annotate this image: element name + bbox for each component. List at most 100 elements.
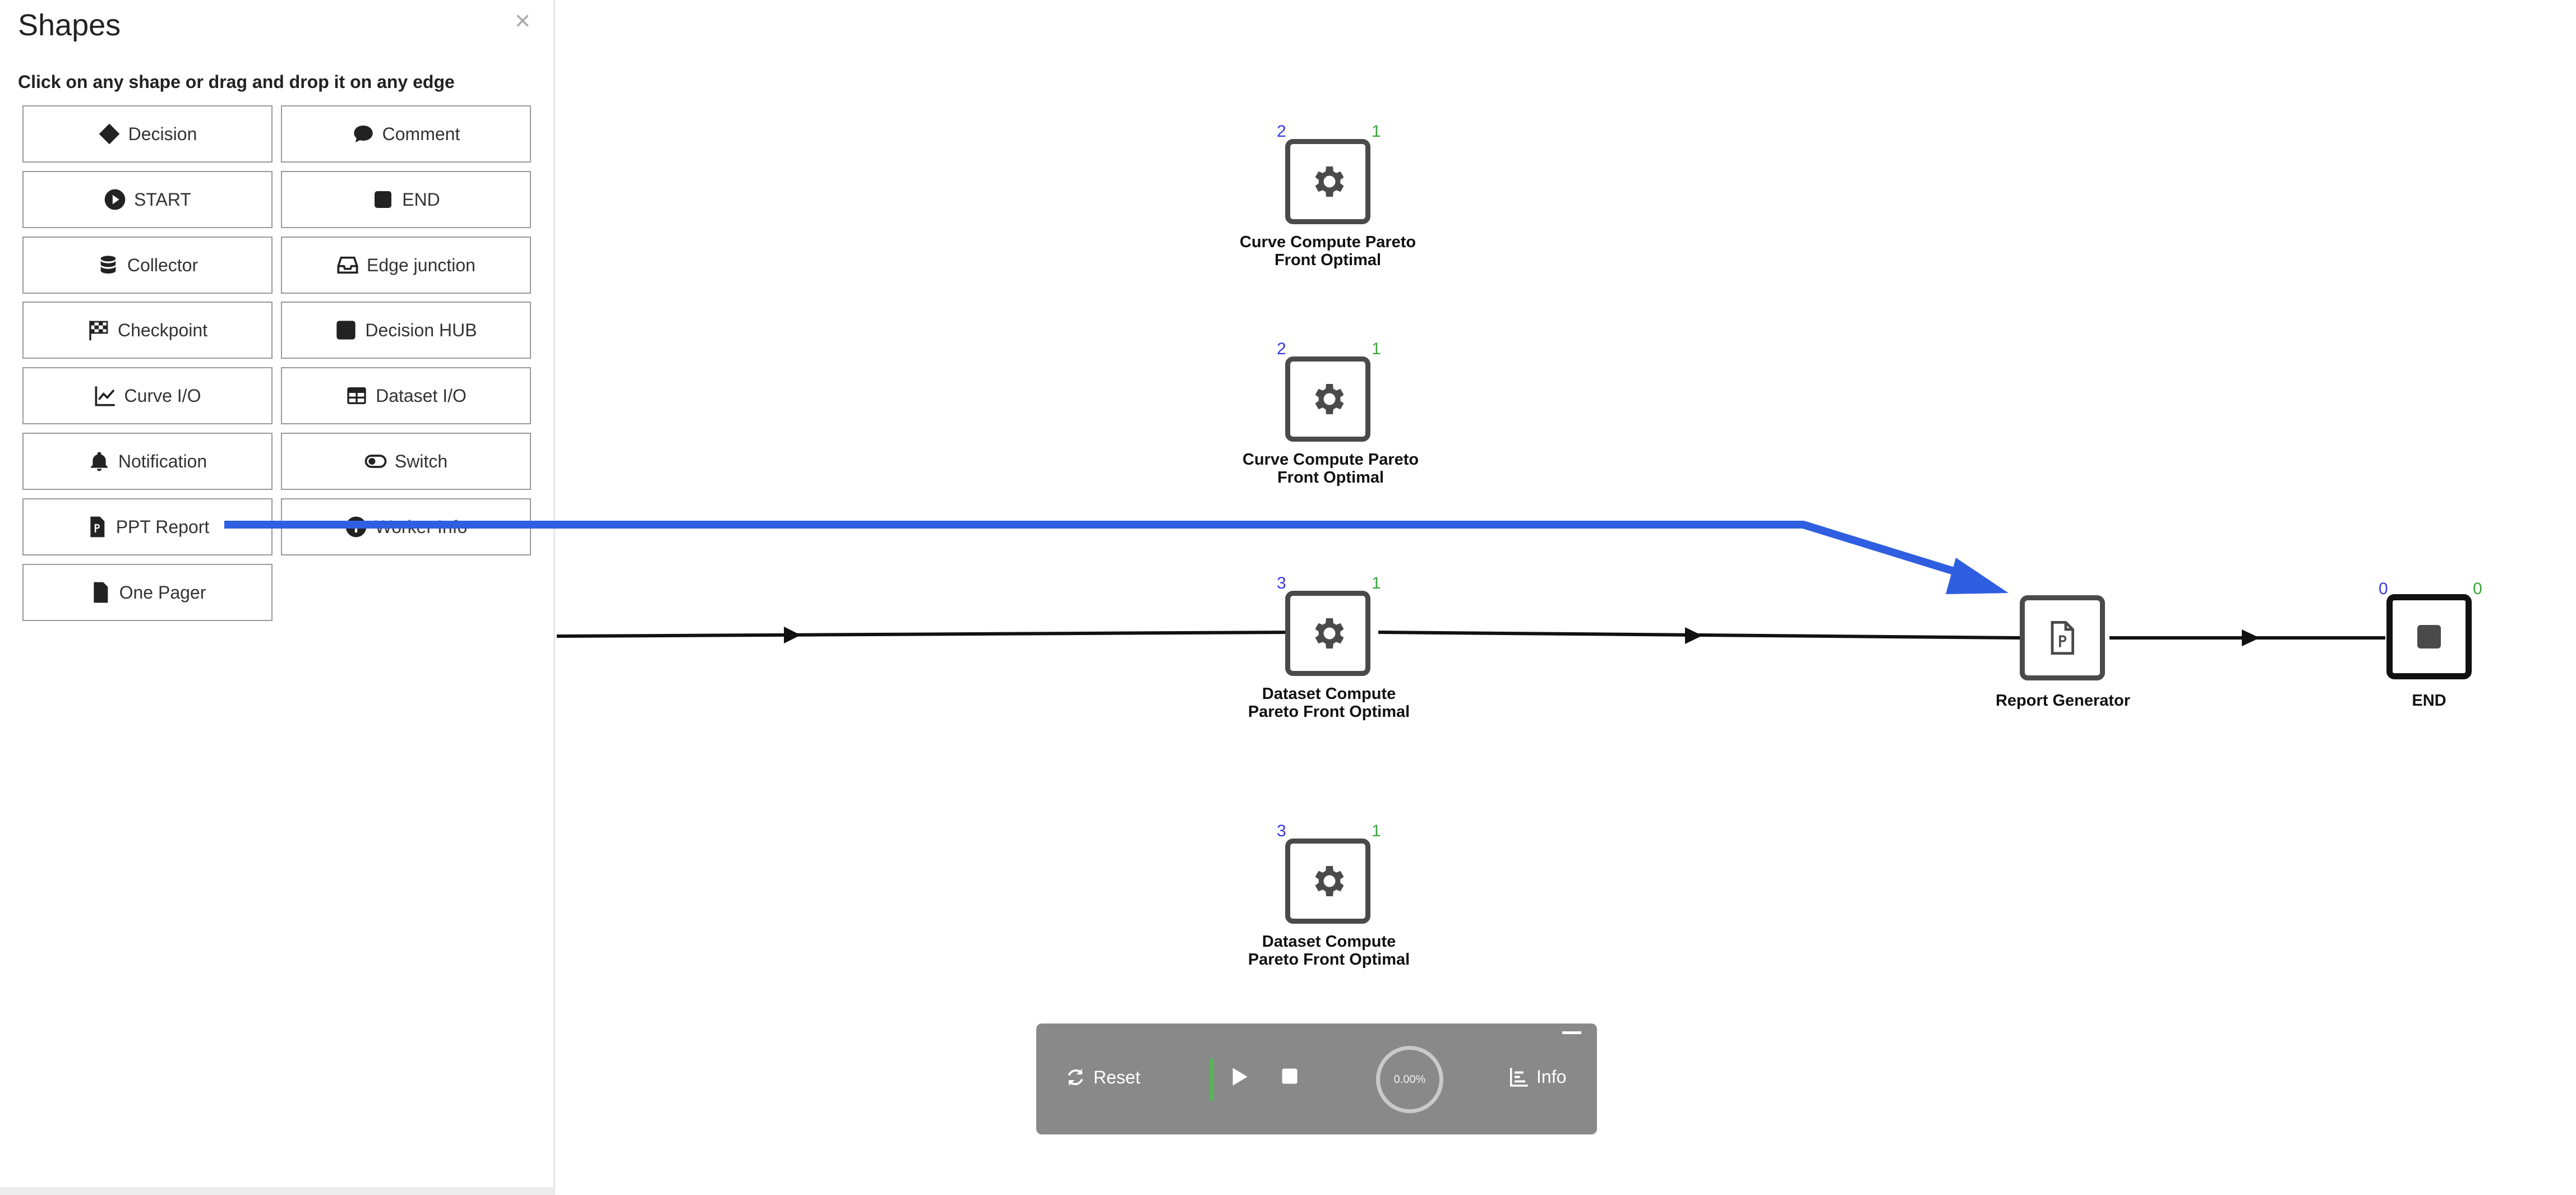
node-label-line: Curve Compute Pareto (1242, 451, 1419, 469)
reset-label: Reset (1093, 1067, 1141, 1087)
node-label-line: Pareto Front Optimal (1248, 951, 1410, 969)
stop-icon (1282, 1068, 1298, 1084)
shape-dataset-io-button[interactable]: Dataset I/O (281, 367, 531, 424)
ppt-file-icon (86, 516, 108, 538)
node-input-count: 0 (2379, 580, 2388, 598)
node-curve-compute-1[interactable] (1285, 139, 1370, 224)
minimize-button[interactable] (1562, 1031, 1581, 1034)
node-report-generator[interactable] (2020, 595, 2105, 680)
node-label-line: Report Generator (1995, 692, 2131, 710)
shape-label: Decision (128, 123, 197, 144)
shape-label: END (402, 189, 440, 210)
edge-arrowhead (2242, 629, 2260, 646)
node-curve-compute-2[interactable] (1285, 356, 1370, 442)
comment-icon (352, 123, 375, 145)
shape-start-button[interactable]: START (22, 171, 273, 228)
diamond-icon (98, 123, 121, 145)
node-input-count: 3 (1277, 574, 1286, 592)
bar-chart-icon (1510, 1068, 1528, 1087)
info-label: Info (1536, 1066, 1567, 1087)
node-label: Dataset Compute Pareto Front Optimal (1211, 933, 1447, 969)
node-label: Curve Compute Pareto Front Optimal (1210, 233, 1446, 269)
inbox-icon (336, 254, 359, 276)
database-icon (97, 254, 119, 276)
shape-label: Curve I/O (124, 385, 201, 406)
shape-label: PPT Report (116, 516, 210, 537)
ppt-file-icon (2051, 621, 2074, 655)
node-input-count: 2 (1277, 122, 1286, 141)
shape-label: Edge junction (367, 254, 476, 275)
info-button[interactable]: Info (1508, 1066, 1566, 1087)
progress-ring: 0.00% (1376, 1046, 1443, 1113)
node-output-count: 1 (1372, 574, 1381, 592)
stop-square-icon (2417, 625, 2441, 649)
bell-icon (88, 450, 110, 473)
shape-switch-button[interactable]: Switch (281, 433, 531, 490)
checkered-flag-icon (87, 319, 110, 341)
node-label-line: Curve Compute Pareto (1239, 233, 1416, 251)
square-icon (335, 319, 357, 341)
node-input-count: 2 (1277, 340, 1286, 358)
shape-decision-button[interactable]: Decision (22, 105, 273, 163)
play-circle-icon (104, 188, 126, 211)
toggle-icon (364, 450, 387, 473)
reset-button[interactable]: Reset (1064, 1066, 1141, 1089)
shape-comment-button[interactable]: Comment (281, 105, 531, 163)
shape-one-pager-button[interactable]: One Pager (22, 564, 273, 621)
edge-arrowhead (1685, 627, 1702, 644)
file-icon (89, 581, 112, 604)
shape-notification-button[interactable]: Notification (22, 433, 273, 490)
shape-edge-junction-button[interactable]: Edge junction (281, 237, 531, 294)
shape-label: Notification (118, 451, 207, 471)
panel-hint: Click on any shape or drag and drop it o… (18, 72, 455, 92)
shape-label: One Pager (119, 582, 206, 603)
play-button[interactable] (1227, 1064, 1250, 1090)
gear-icon (1315, 618, 1344, 649)
shape-label: Switch (394, 451, 448, 471)
run-control-bar: Reset 0.00% Info (1036, 1023, 1597, 1134)
node-end[interactable] (2386, 594, 2472, 679)
stop-square-icon (372, 188, 394, 211)
shape-collector-button[interactable]: Collector (22, 237, 273, 294)
node-output-count: 0 (2473, 580, 2482, 598)
shape-checkpoint-button[interactable]: Checkpoint (22, 302, 273, 359)
shape-label: START (134, 189, 191, 210)
table-icon (345, 385, 368, 407)
shape-label: Collector (127, 254, 198, 275)
node-dataset-compute-2[interactable] (1285, 839, 1370, 924)
shape-curve-io-button[interactable]: Curve I/O (22, 367, 273, 424)
node-label: Curve Compute Pareto Front Optimal (1213, 451, 1448, 487)
node-label: END (2311, 692, 2547, 710)
node-label-line: Front Optimal (1274, 251, 1382, 269)
shapes-panel: Shapes × Click on any shape or drag and … (0, 0, 555, 1195)
shape-decision-hub-button[interactable]: Decision HUB (281, 302, 531, 359)
node-label-line: Dataset Compute (1262, 685, 1396, 703)
stop-button[interactable] (1280, 1066, 1300, 1086)
play-icon (1232, 1068, 1248, 1086)
edge-arrowhead (784, 627, 801, 643)
node-output-count: 1 (1372, 340, 1381, 358)
node-label-line: Dataset Compute (1262, 933, 1396, 951)
node-label: Report Generator (1945, 692, 2181, 710)
progress-value: 0.00% (1393, 1073, 1426, 1086)
node-output-count: 1 (1372, 122, 1381, 141)
node-label-line: Front Optimal (1277, 469, 1384, 487)
separator (1210, 1058, 1213, 1101)
shape-end-button[interactable]: END (281, 171, 531, 228)
node-dataset-compute-1[interactable] (1285, 591, 1370, 676)
shape-label: Comment (382, 123, 460, 144)
node-label-line: Pareto Front Optimal (1248, 703, 1410, 721)
node-input-count: 3 (1277, 822, 1286, 840)
node-label-line: END (2412, 692, 2446, 710)
panel-title: Shapes (18, 8, 121, 42)
shape-label: Dataset I/O (376, 385, 467, 406)
shape-label: Decision HUB (365, 319, 477, 340)
drag-arrow-segment (224, 521, 555, 529)
line-chart-icon (94, 385, 117, 407)
node-label: Dataset Compute Pareto Front Optimal (1211, 685, 1447, 721)
gear-icon (1315, 866, 1344, 896)
shape-ppt-report-button[interactable]: PPT Report (22, 498, 273, 555)
drag-arrow-head (1946, 558, 2009, 594)
close-icon[interactable]: × (515, 6, 531, 36)
